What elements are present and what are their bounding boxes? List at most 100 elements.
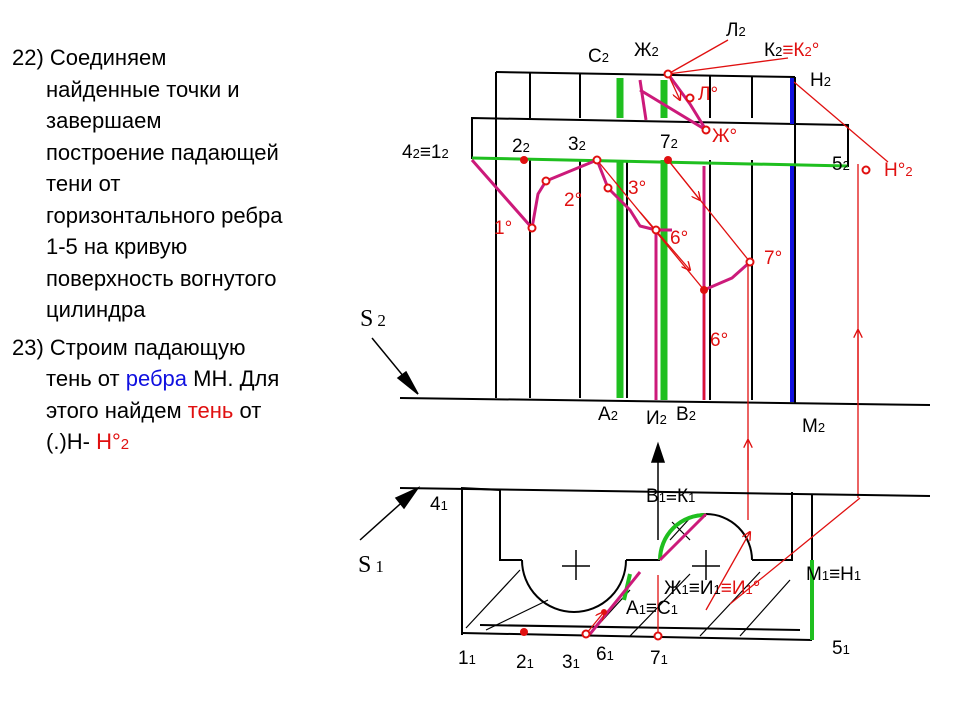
hatch-7 (669, 517, 691, 541)
column-top (495, 71, 796, 78)
step-23-line-4: (.)Н- Н°2 (12, 426, 352, 461)
points-top (581, 629, 663, 641)
s1-arrow-head (394, 486, 421, 510)
label-72: 72 (660, 132, 678, 153)
step-23-shadow-word: тень (187, 397, 234, 423)
ray-plan-3 (585, 612, 604, 635)
construction-front (596, 39, 889, 520)
label-s2c: С2 (588, 46, 609, 67)
ray-n2 (793, 81, 889, 163)
point-7o (745, 257, 755, 267)
label-zh1-i1: Ж1≡И1≡И1° (664, 578, 760, 599)
ray-plan-1 (705, 532, 750, 611)
construction-top (585, 497, 861, 636)
ray-7-arrow (667, 159, 700, 200)
step-23-point-no2-sub: 2 (120, 436, 130, 453)
label-k2: К2≡К2° (764, 40, 819, 61)
point-k2 (663, 69, 673, 79)
projection-arrow (650, 441, 666, 540)
step-22-line-7: 1-5 на кривую (46, 234, 188, 259)
label-32: 32 (568, 134, 586, 155)
label-3o: 3° (628, 178, 646, 199)
label-v2: В2 (676, 404, 696, 425)
shadow-top-curve (638, 79, 648, 121)
label-n2: Н2 (810, 70, 831, 91)
slab-bottom-green (471, 156, 849, 168)
point-no2 (861, 165, 871, 175)
plan-outline (461, 486, 522, 635)
point-zho (701, 125, 711, 135)
step-23-line-1: Строим падающую (49, 334, 246, 360)
point-72 (664, 156, 672, 164)
point-lo (685, 93, 695, 103)
label-zho: Ж° (712, 126, 737, 147)
shadow-curve-7-6 (703, 260, 751, 292)
ray-k2 (667, 73, 680, 100)
points-front (527, 69, 871, 267)
instruction-text: 22) Соединяем найденные точки и завершае… (12, 42, 352, 467)
label-11: 11 (458, 648, 476, 669)
label-42-12: 42≡12 (402, 142, 449, 163)
label-21: 21 (516, 652, 534, 673)
step-23-point-no2-main: Н° (96, 429, 121, 454)
label-1o: 1° (494, 218, 512, 239)
label-41: 41 (430, 494, 448, 515)
plan-left-arc (521, 559, 627, 613)
point-2o (541, 176, 551, 186)
label-i2: И2 (646, 408, 667, 429)
step-23-line-4-a: (.)Н- (46, 429, 97, 454)
ray-plan-2 (729, 497, 861, 605)
s2-arrow-head (396, 370, 419, 395)
plan-shadow-line (658, 512, 708, 562)
point-61 (601, 609, 607, 615)
label-51: 51 (832, 638, 850, 659)
step-23: 23) Строим падающую тень от ребра МН. Дл… (12, 332, 352, 461)
step-23-line-3-a: этого найдем (46, 397, 188, 423)
point-6o-b (700, 286, 708, 294)
label-m2: М2 (802, 416, 825, 437)
step-23-line-2: тень от ребра МН. Для (12, 363, 352, 395)
label-a1-s1: А1≡С1 (626, 598, 678, 619)
shadow-top-curve-2 (666, 73, 708, 131)
shadow-curve-1-2 (470, 158, 672, 232)
step-22-line-2: найденные точки и (46, 76, 240, 102)
projection-arrow-head (650, 441, 666, 463)
label-7o: 7° (764, 248, 782, 269)
label-lo: Л° (698, 84, 718, 105)
step-22-line-1: Соединяем (49, 45, 167, 70)
label-v1-k1: В1≡К1 (646, 486, 695, 507)
shadow-top-edge (639, 88, 707, 132)
step-22-line-5: тени от (46, 171, 121, 196)
label-no2: Н°2 (884, 160, 913, 181)
ray-k2-leader (667, 57, 789, 75)
plan-shadow-line-2 (588, 571, 642, 635)
point-6o-a (651, 225, 661, 235)
shadow-top-view (588, 512, 708, 635)
label-a2: А2 (598, 404, 618, 425)
point-1o (527, 223, 537, 233)
point-22 (520, 156, 528, 164)
step-22-line-6: горизонтального ребра (46, 202, 283, 228)
step-22-line-3: завершаем (46, 108, 162, 133)
hatch-4 (629, 573, 691, 637)
plan-shadow-arc (658, 512, 707, 561)
plan-bottom (461, 632, 813, 641)
step-23-line-2-a: тень от (46, 366, 126, 391)
s1-arrow (359, 486, 421, 541)
label-m1-n1: М1≡Н1 (806, 564, 861, 585)
label-6o-b: 6° (710, 330, 728, 351)
ray-3-arrow (639, 211, 690, 270)
hatch-1 (465, 569, 521, 629)
point-3o (603, 183, 613, 193)
s2-arrow (371, 337, 419, 395)
step-23-line-3-b: от (233, 397, 262, 423)
step-22-line-9: цилиндра (46, 297, 146, 322)
step-22-line-4: построение падающей (46, 139, 279, 165)
label-l2: Л2 (726, 20, 746, 41)
label-zh2: Ж2 (634, 40, 659, 61)
hatch-2 (485, 599, 549, 631)
label-52: 52 (832, 154, 850, 175)
